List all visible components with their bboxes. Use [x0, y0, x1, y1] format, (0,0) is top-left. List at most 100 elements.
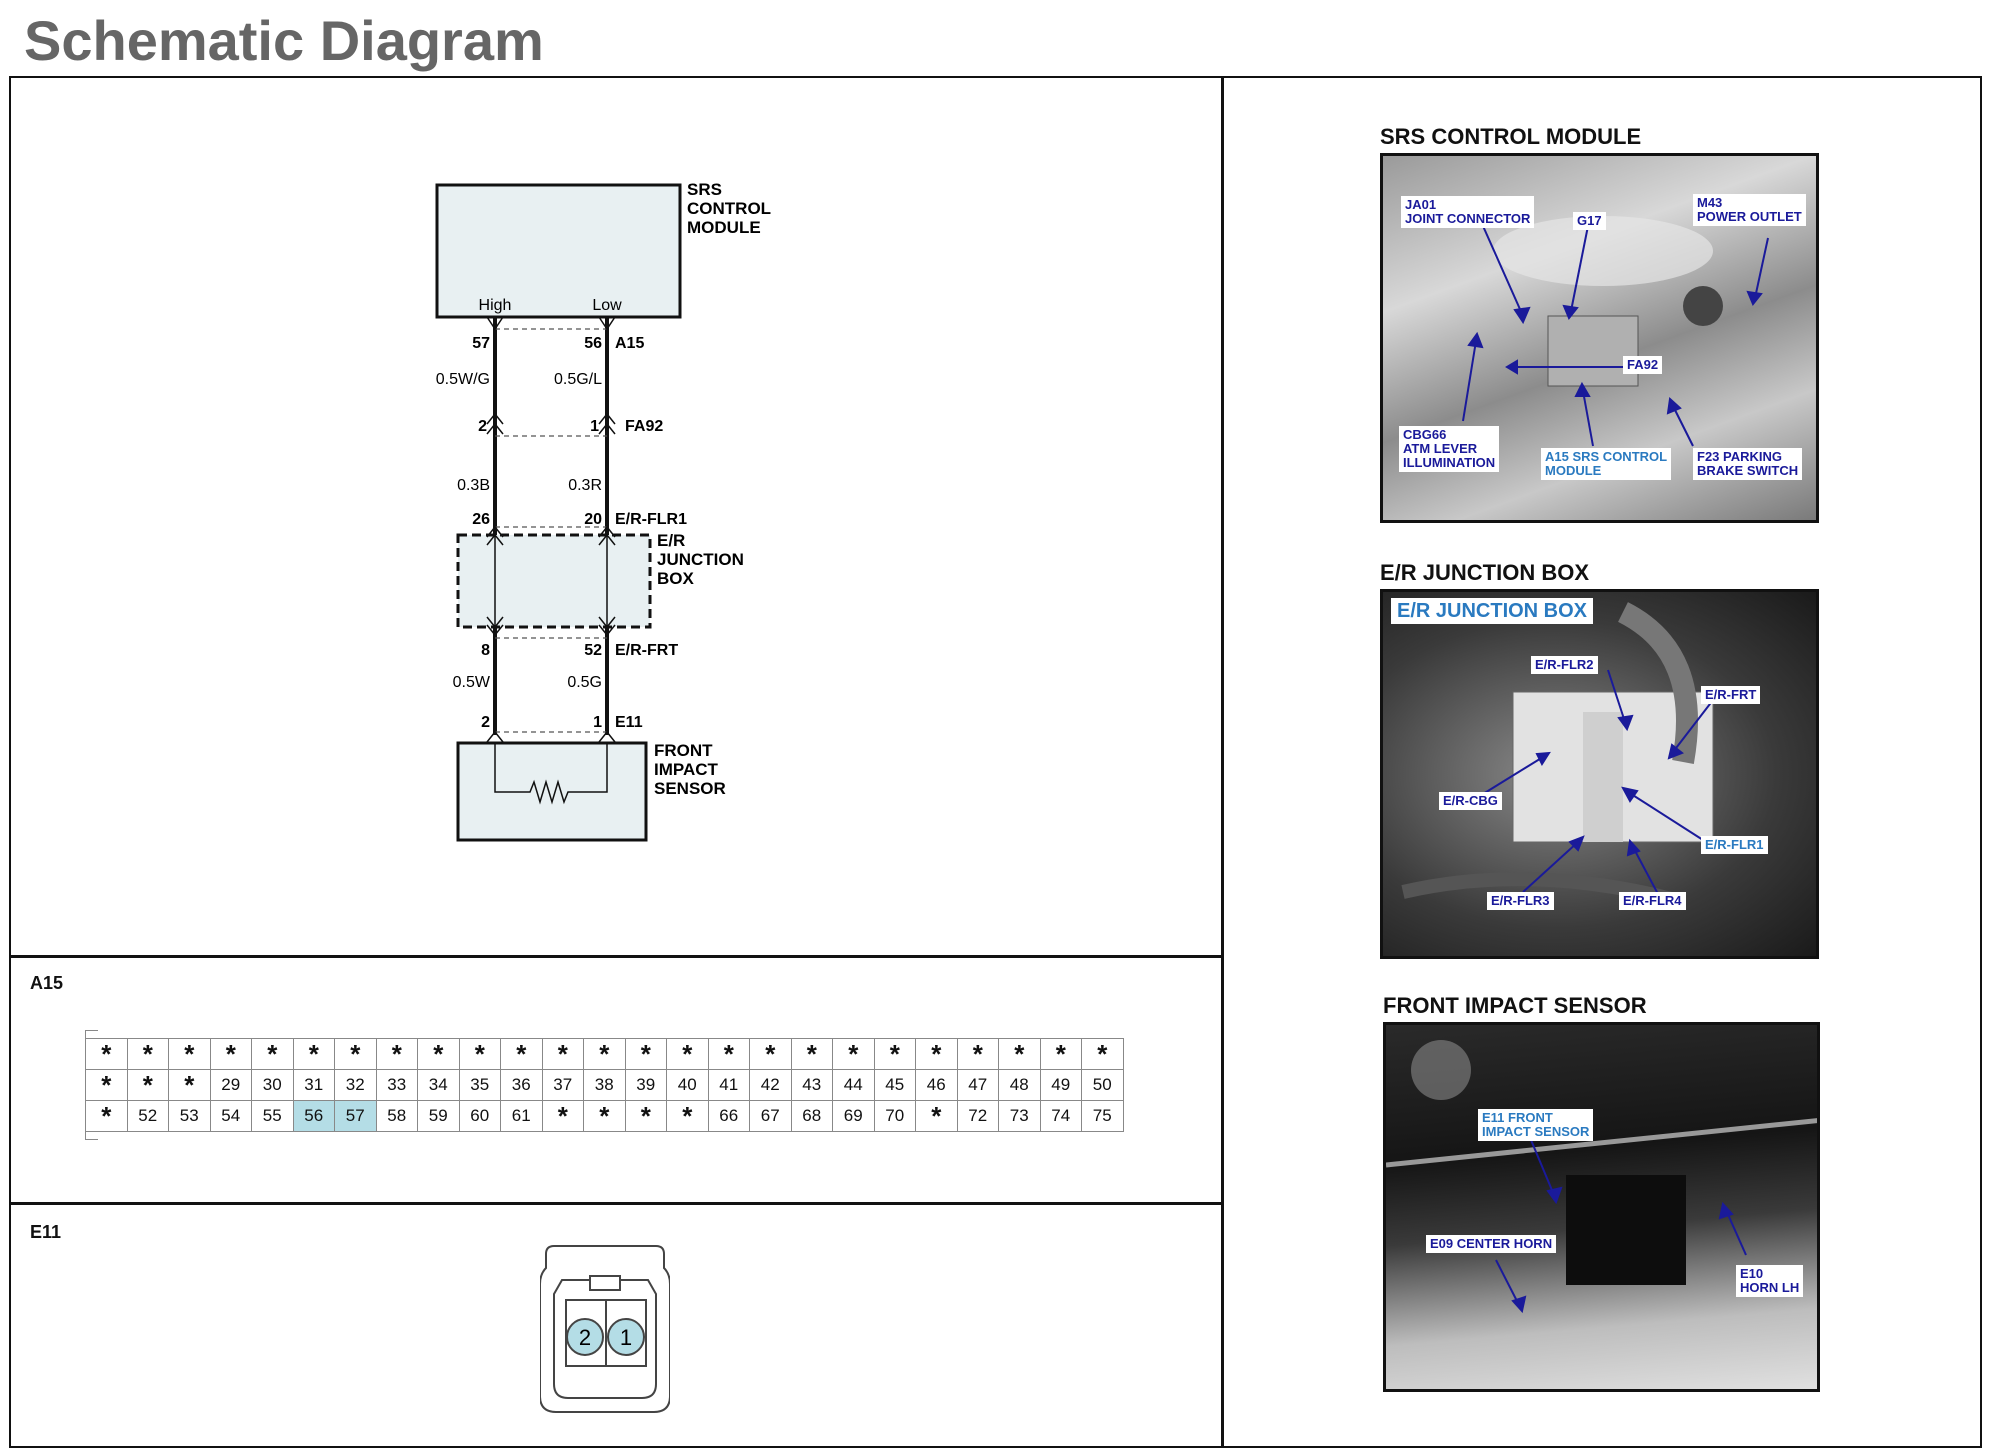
junction-box	[456, 533, 652, 629]
callout-e09-center-horn: E09 CENTER HORN	[1426, 1235, 1557, 1253]
wire-bottom-right-label: 0.5G	[567, 674, 602, 691]
a15-pin-cell: 47	[956, 1069, 999, 1101]
a15-pin-cell: 59	[417, 1100, 460, 1132]
e11-pin-2	[566, 1318, 604, 1356]
photo-title-junction-box: E/R JUNCTION BOX	[1380, 560, 1590, 585]
a15-pin-cell: *	[1039, 1038, 1082, 1070]
wire-top-right-label: 0.5G/L	[554, 371, 602, 388]
page-title: Schematic Diagram	[24, 9, 544, 72]
a15-pin-cell: 66	[707, 1100, 750, 1132]
a15-pin-cell: *	[541, 1038, 584, 1070]
e11-connector-face: 2 1	[540, 1245, 670, 1413]
a15-pin-cell: *	[126, 1038, 169, 1070]
a15-pin-cell: 43	[790, 1069, 833, 1101]
a15-pin-cell: 46	[915, 1069, 958, 1101]
a15-pin-cell: 69	[832, 1100, 875, 1132]
a15-pin-cell: 56	[292, 1100, 335, 1132]
a15-pin-cell: *	[1081, 1038, 1124, 1070]
erfrt-pin-left: 8	[481, 642, 490, 659]
a15-pin-cell: 44	[832, 1069, 875, 1101]
a15-pin-cell: *	[209, 1038, 252, 1070]
a15-pin-cell: 40	[666, 1069, 709, 1101]
wire-bottom-left-label: 0.5W	[453, 674, 491, 691]
a15-pin-cell: *	[85, 1038, 128, 1070]
a15-pin-cell: *	[915, 1100, 958, 1132]
a15-pin-cell: 29	[209, 1069, 252, 1101]
photo-title-srs-module: SRS CONTROL MODULE	[1380, 124, 1642, 149]
a15-pin-cell: 30	[251, 1069, 294, 1101]
photo-title-front-impact-sensor: FRONT IMPACT SENSOR	[1383, 993, 1647, 1018]
callout-er-flr3: E/R-FLR3	[1487, 892, 1554, 910]
callout-er-frt: E/R-FRT	[1701, 686, 1761, 704]
a15-pin-cell: *	[168, 1038, 211, 1070]
a15-pin-cell: *	[915, 1038, 958, 1070]
a15-pin-cell: *	[998, 1038, 1041, 1070]
erfrt-connector-label: E/R-FRT	[615, 642, 678, 659]
a15-pin-cell: *	[583, 1100, 626, 1132]
junction-box-label: E/R JUNCTION BOX	[657, 531, 749, 588]
photo-er-junction-box: E/R JUNCTION BOX E/R-FLR2 E/R-FRT E/R-CB…	[1380, 589, 1819, 959]
section-divider-e11	[9, 1202, 1223, 1205]
a15-pin-cell: 54	[209, 1100, 252, 1132]
a15-pin-cell: 58	[375, 1100, 418, 1132]
callout-er-flr2: E/R-FLR2	[1531, 656, 1598, 674]
column-divider	[1221, 76, 1224, 1448]
pin-high-label: High	[479, 297, 512, 314]
a15-pin-cell: 38	[583, 1069, 626, 1101]
page-frame	[9, 76, 1982, 1448]
callout-fa92: FA92	[1623, 356, 1663, 374]
pin-low-label: Low	[592, 297, 622, 314]
callout-er-flr1: E/R-FLR1	[1701, 836, 1768, 854]
callout-er-flr4: E/R-FLR4	[1619, 892, 1686, 910]
a15-pin-cell: *	[873, 1038, 916, 1070]
a15-pin-cell: 52	[126, 1100, 169, 1132]
a15-pin-cell: 60	[458, 1100, 501, 1132]
a15-pin-cell: *	[832, 1038, 875, 1070]
e11-pin-1	[607, 1318, 645, 1356]
a15-pin-cell: 72	[956, 1100, 999, 1132]
callout-m43: M43 POWER OUTLET	[1693, 194, 1806, 226]
a15-pin-cell: 31	[292, 1069, 335, 1101]
callout-er-junction-box: E/R JUNCTION BOX	[1391, 598, 1594, 624]
a15-section-label: A15	[30, 973, 64, 993]
a15-pin-cell: *	[749, 1038, 792, 1070]
fa92-connector-label: FA92	[625, 418, 663, 435]
callout-f23: F23 PARKING BRAKE SWITCH	[1693, 448, 1803, 480]
callout-e11-front-impact-sensor: E11 FRONT IMPACT SENSOR	[1478, 1109, 1594, 1141]
erflr1-pin-right: 20	[584, 511, 602, 528]
a15-pin-cell: 68	[790, 1100, 833, 1132]
a15-pin-cell: *	[790, 1038, 833, 1070]
a15-pin-cell: *	[541, 1100, 584, 1132]
erflr1-pin-left: 26	[472, 511, 490, 528]
a15-pin-cell: 49	[1039, 1069, 1082, 1101]
a15-pin-cell: *	[458, 1038, 501, 1070]
a15-pin-cell: 37	[541, 1069, 584, 1101]
a15-pin-cell: 41	[707, 1069, 750, 1101]
a15-row: *************************	[85, 1038, 1124, 1070]
a15-pin-cell: *	[126, 1069, 169, 1101]
a15-pin-cell: 42	[749, 1069, 792, 1101]
fa92-pin-left: 2	[478, 418, 487, 435]
a15-pin-cell: 53	[168, 1100, 211, 1132]
a15-pin-cell: *	[666, 1038, 709, 1070]
photo-srs-control-module: JA01 JOINT CONNECTOR G17 M43 POWER OUTLE…	[1380, 153, 1819, 523]
a15-pin-cell: 67	[749, 1100, 792, 1132]
a15-pin-cell: *	[624, 1100, 667, 1132]
a15-pin-cell: 50	[1081, 1069, 1124, 1101]
a15-pin-cell: 57	[334, 1100, 377, 1132]
a15-connector-label: A15	[615, 335, 644, 352]
srs-module-box	[435, 183, 682, 319]
e11-pin-left: 2	[481, 714, 490, 731]
photo-front-impact-sensor: E11 FRONT IMPACT SENSOR E09 CENTER HORN …	[1383, 1022, 1820, 1392]
schematic-diagram: SRS CONTROL MODULE High Low 57 56 A15 0.…	[435, 180, 775, 842]
front-impact-sensor-label: FRONT IMPACT SENSOR	[654, 741, 726, 798]
a15-pin-cell: 35	[458, 1069, 501, 1101]
a15-pin-cell: 36	[500, 1069, 543, 1101]
srs-module-label: SRS CONTROL MODULE	[687, 180, 775, 237]
a15-pin-right: 56	[584, 335, 602, 352]
a15-pin-cell: 75	[1081, 1100, 1124, 1132]
erflr1-connector-label: E/R-FLR1	[615, 511, 687, 528]
